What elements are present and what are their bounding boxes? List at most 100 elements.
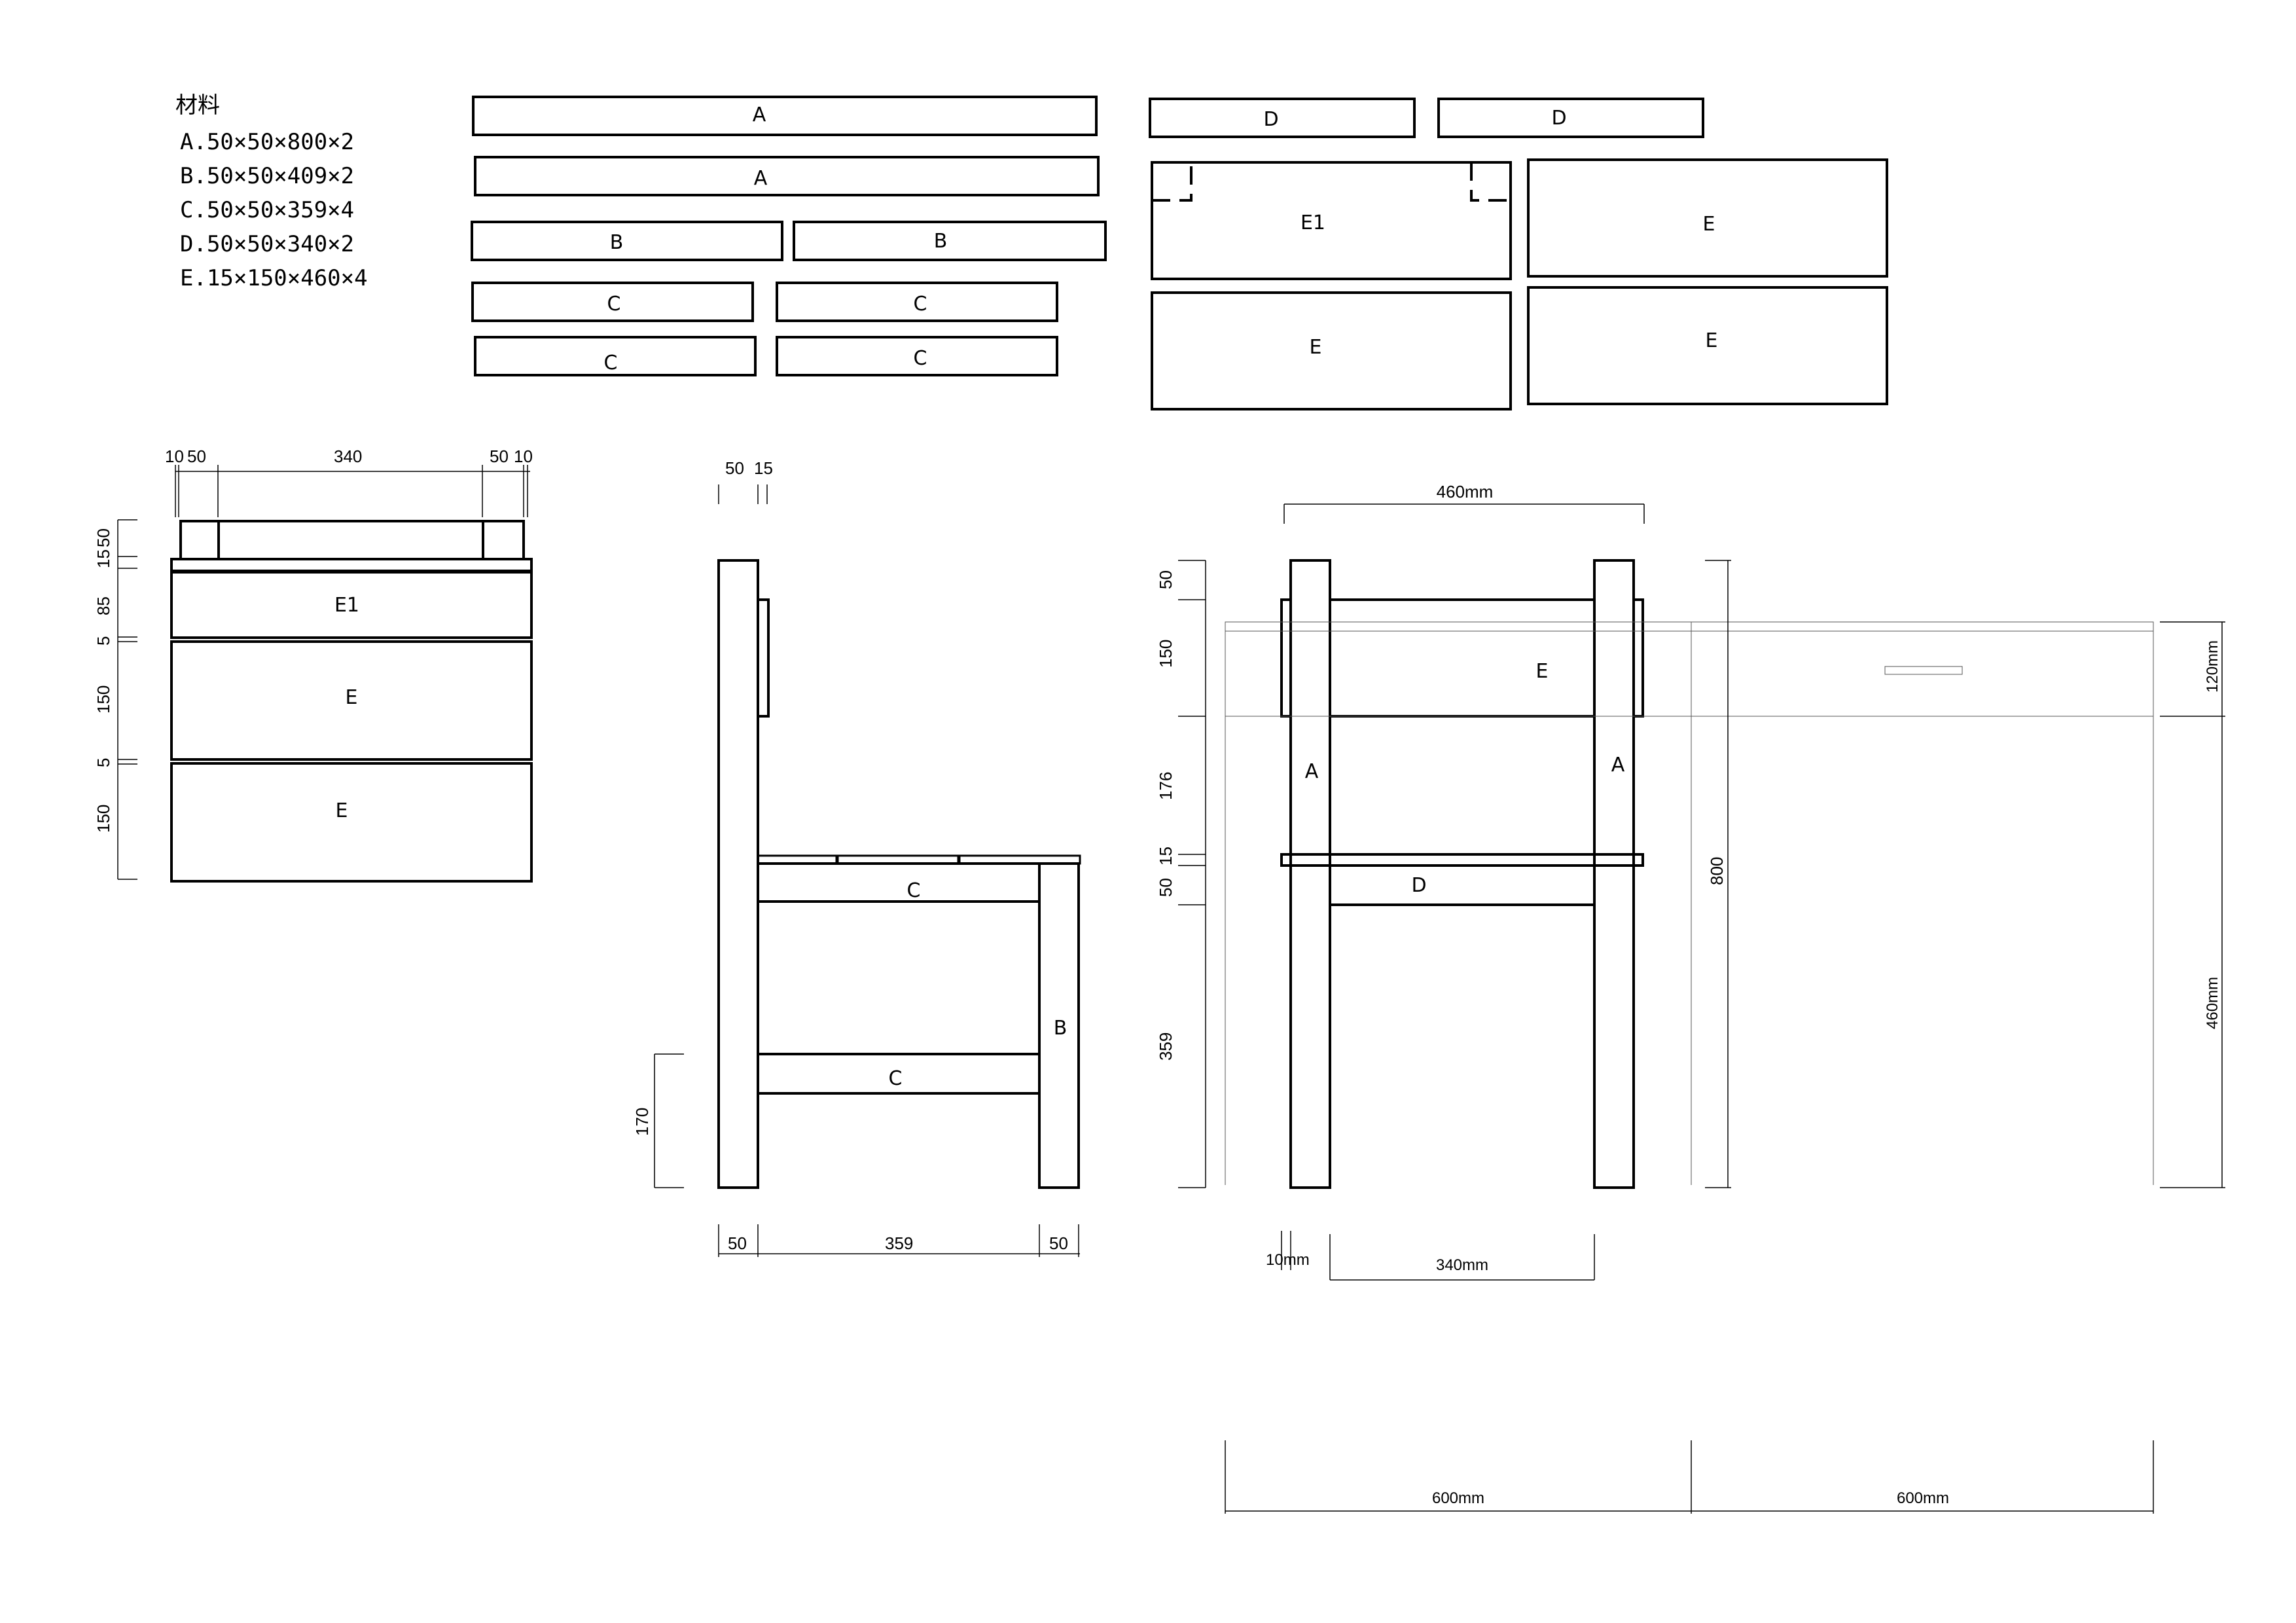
piece-c-1 <box>471 282 754 322</box>
front-post-left-label: A <box>1305 760 1319 783</box>
back-side-dim-5-b: 5 <box>94 758 113 767</box>
piece-e1 <box>1151 161 1512 280</box>
piece-e-1-label: E <box>1703 213 1715 236</box>
desk-drawer-handle <box>1884 666 1963 675</box>
front-board-edge-left <box>1280 598 1292 718</box>
back-side-dim-50: 50 <box>94 528 113 547</box>
piece-e-3 <box>1527 286 1888 405</box>
piece-c-1-label: C <box>607 293 621 316</box>
material-item-d: D.50×50×340×2 <box>180 231 354 257</box>
back-dim-340: 340 <box>334 447 362 466</box>
piece-e1-notches <box>1152 162 1511 202</box>
back-dim-10-right: 10 <box>514 447 533 466</box>
side-front-leg <box>1038 862 1080 1189</box>
desk-dim-460: 460mm <box>2204 977 2221 1029</box>
desk-dim-600-left: 600mm <box>1432 1489 1484 1507</box>
back-post-right-top <box>482 520 525 560</box>
piece-e-3-label: E <box>1706 329 1718 352</box>
front-board-e-label: E <box>1536 660 1549 683</box>
side-bottom-dim-359: 359 <box>885 1233 913 1253</box>
material-item-b: B.50×50×409×2 <box>180 163 354 189</box>
side-dim-170: 170 <box>632 1108 652 1136</box>
side-front-leg-label: B <box>1054 1017 1067 1040</box>
piece-d-1-label: D <box>1263 108 1278 131</box>
side-lower-rail <box>757 1053 1041 1095</box>
piece-d-2-label: D <box>1551 107 1566 130</box>
piece-e-2 <box>1151 291 1512 410</box>
piece-c-3 <box>474 336 757 376</box>
piece-c-4 <box>776 336 1058 376</box>
cut-list: A A B B C C C C D D E1 E E E <box>471 96 1888 410</box>
side-top-dim-50: 50 <box>725 458 744 478</box>
material-item-c: C.50×50×359×4 <box>180 197 354 223</box>
front-seat-edge <box>1280 853 1644 867</box>
back-rail-top <box>217 520 484 560</box>
back-board-e1-label: E1 <box>334 594 359 617</box>
piece-d-2 <box>1437 98 1704 138</box>
materials-title: 材料 <box>175 92 220 119</box>
front-dim-15: 15 <box>1156 847 1175 866</box>
piece-d-1 <box>1149 98 1416 138</box>
back-view: 10 50 340 50 10 15 50 85 5 150 5 150 E1 … <box>94 447 533 883</box>
piece-c-4-label: C <box>914 347 927 370</box>
back-side-dim-15: 15 <box>94 549 113 568</box>
desk-dim-800: 800 <box>1707 857 1727 885</box>
desk-view: 800 120mm 460mm 600mm 600mm <box>1225 560 2225 1514</box>
front-dim-359: 359 <box>1156 1032 1175 1061</box>
back-side-dim-150-b: 150 <box>94 805 113 833</box>
back-dim-50-left: 50 <box>187 447 206 466</box>
back-seat-edge <box>170 558 533 572</box>
front-post-right-label: A <box>1611 754 1625 776</box>
back-board-e-1 <box>170 640 533 761</box>
materials-list: 材料 A.50×50×800×2 B.50×50×409×2 C.50×50×3… <box>175 92 368 291</box>
front-dim-50-mid: 50 <box>1156 878 1175 897</box>
back-board-e-2-label: E <box>336 799 348 822</box>
desk-top-edge <box>1225 621 2154 632</box>
desk-dim-120: 120mm <box>2204 640 2221 693</box>
side-bottom-dim-50-right: 50 <box>1049 1233 1068 1253</box>
front-dim-50-top: 50 <box>1156 570 1175 589</box>
side-view: 50 15 C B C 170 50 359 50 <box>632 458 1081 1257</box>
back-board-e-2 <box>170 762 533 883</box>
front-top-dim-460: 460mm <box>1437 482 1494 501</box>
side-back-post <box>717 559 759 1189</box>
front-board-edge-right <box>1632 598 1644 718</box>
piece-a-2-label: A <box>754 167 768 190</box>
desk-dim-600-right: 600mm <box>1897 1489 1949 1507</box>
back-dim-50-right: 50 <box>490 447 509 466</box>
front-bottom-dim-340: 340mm <box>1436 1256 1488 1274</box>
back-board-e-1-label: E <box>346 686 358 709</box>
piece-e1-label: E1 <box>1300 211 1325 234</box>
piece-e-1 <box>1527 158 1888 278</box>
piece-b-1 <box>471 221 783 261</box>
front-rail-d <box>1329 864 1596 906</box>
piece-b-2-label: B <box>934 230 948 253</box>
front-post-left <box>1289 559 1331 1189</box>
material-item-e: E.15×150×460×4 <box>180 265 368 291</box>
back-board-e1 <box>170 571 533 639</box>
back-post-left-top <box>179 520 220 560</box>
side-seat-rail-label: C <box>907 879 921 902</box>
side-seat-rail <box>757 862 1041 903</box>
material-item-a: A.50×50×800×2 <box>180 129 354 155</box>
piece-e-2-label: E <box>1310 336 1322 359</box>
front-post-right <box>1593 559 1635 1189</box>
front-dim-150: 150 <box>1156 640 1175 668</box>
back-side-dim-85: 85 <box>94 596 113 615</box>
piece-c-3-label: C <box>604 352 618 374</box>
side-top-dim-15: 15 <box>754 458 773 478</box>
piece-b-2 <box>793 221 1107 261</box>
piece-a-1 <box>472 96 1098 136</box>
front-dim-176: 176 <box>1156 772 1175 800</box>
side-bottom-dim-50-left: 50 <box>728 1233 747 1253</box>
piece-b-1-label: B <box>610 231 624 254</box>
front-view: 460mm 50 150 176 15 50 359 A A E D <box>1156 482 1645 1281</box>
piece-c-2-label: C <box>914 293 927 316</box>
piece-c-2 <box>776 282 1058 322</box>
back-dim-10-left: 10 <box>165 447 184 466</box>
piece-a-1-label: A <box>753 103 766 126</box>
piece-a-2 <box>474 156 1100 196</box>
side-back-boards-edge <box>757 598 770 718</box>
front-board-e <box>1329 598 1596 718</box>
